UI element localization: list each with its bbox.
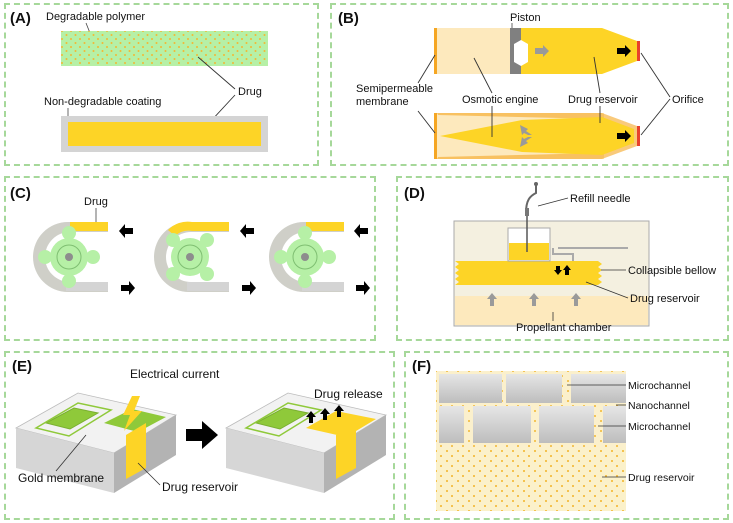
nanochannel-label: Nanochannel	[628, 400, 690, 412]
drug-label-c: Drug	[84, 196, 108, 208]
drug-reservoir-label: Drug reservoir	[568, 94, 638, 106]
refill-needle-label: Refill needle	[570, 193, 631, 205]
piston-label: Piston	[510, 12, 541, 24]
orifice-label: Orifice	[672, 94, 704, 106]
panel-a-diagram: (A) Degradable polymer Drug Non-degradab…	[10, 10, 268, 152]
peristaltic-rotor-3	[269, 222, 370, 295]
panel-d: (D) Refill needle Collapsible bellow Dru…	[396, 176, 729, 341]
drug-label: Drug	[238, 86, 262, 98]
peristaltic-rotor-2	[154, 221, 256, 295]
microchip-open	[224, 392, 388, 493]
peristaltic-rotor-1	[33, 222, 135, 295]
panel-f-label: (F)	[412, 358, 431, 375]
collapsible-bellow-label: Collapsible bellow	[628, 265, 716, 277]
propellant-chamber-label: Propellant chamber	[516, 322, 612, 334]
panel-a-label: (A)	[10, 10, 31, 27]
osmotic-pump-bottom	[434, 113, 640, 159]
panel-d-diagram: (D) Refill needle Collapsible bellow Dru…	[404, 182, 716, 334]
panel-b-diagram: (B) Piston Semipermeable membrane	[338, 10, 704, 159]
panel-e: (E) Electrical current Gold membrane Dru…	[4, 351, 395, 520]
panel-a: (A) Degradable polymer Drug Non-degradab…	[4, 3, 319, 166]
collapsible-bellow	[455, 261, 602, 285]
gold-membrane-label: Gold membrane	[18, 471, 104, 485]
drug-reservoir-label-e: Drug reservoir	[162, 480, 238, 494]
panel-c: (C) Drug	[4, 176, 376, 341]
panel-c-label: (C)	[10, 185, 31, 202]
electrical-current-label: Electrical current	[130, 367, 220, 381]
semipermeable-label-line1: Semipermeable	[356, 83, 433, 95]
transition-arrow	[186, 421, 218, 449]
microchannel-top-label: Microchannel	[628, 380, 690, 392]
panel-c-diagram: (C) Drug	[10, 185, 370, 295]
degradable-polymer-label: Degradable polymer	[46, 11, 145, 23]
panel-e-label: (E)	[12, 358, 32, 375]
drug-release-label: Drug release	[314, 387, 383, 401]
drug-core-bar	[68, 122, 261, 146]
propellant-chamber	[455, 296, 648, 325]
drug-reservoir-label-f: Drug reservoir	[628, 472, 695, 484]
osmotic-pump-top	[434, 28, 640, 74]
drug-reservoir-label-d: Drug reservoir	[630, 293, 700, 305]
osmotic-engine-label: Osmotic engine	[462, 94, 538, 106]
panel-b: (B) Piston Semipermeable membrane	[330, 3, 729, 166]
panel-e-diagram: (E) Electrical current Gold membrane Dru…	[12, 358, 388, 494]
semipermeable-label-line2: membrane	[356, 96, 409, 108]
panel-b-label: (B)	[338, 10, 359, 27]
non-degradable-coating-label: Non-degradable coating	[44, 96, 161, 108]
panel-d-label: (D)	[404, 185, 425, 202]
panel-f: (F) Microchannel Nanochannel Microchanne…	[404, 351, 729, 520]
panel-f-diagram: (F) Microchannel Nanochannel Microchanne…	[412, 358, 695, 511]
microchannel-bottom-label: Microchannel	[628, 421, 690, 433]
